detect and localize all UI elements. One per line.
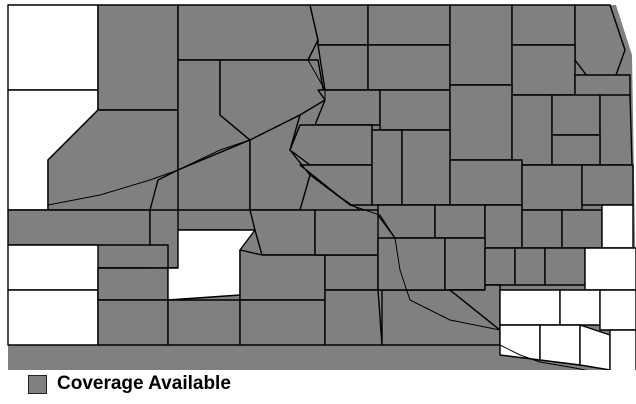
county-hanson [514, 247, 546, 286]
county-minnehaha [584, 247, 636, 291]
county-sully [289, 124, 373, 166]
county-lawrence [7, 209, 151, 246]
county-edmunds [367, 44, 451, 91]
county-yankton [539, 324, 581, 366]
county-kingsbury [521, 164, 583, 211]
county-bennett [167, 299, 241, 346]
county-walworth [317, 44, 369, 91]
county-brule [377, 237, 446, 291]
county-beadle [449, 159, 523, 206]
county-clay [579, 324, 611, 370]
county-davison [484, 247, 516, 286]
county-moody [601, 204, 634, 249]
county-sanborn [484, 204, 523, 249]
county-harding [7, 4, 99, 91]
county-deuel [599, 94, 633, 166]
white-river [299, 164, 361, 211]
county-codington [551, 94, 601, 136]
legend: Coverage Available [28, 372, 231, 396]
county-douglas [449, 284, 501, 331]
legend-swatch [28, 374, 47, 394]
county-union [609, 329, 636, 370]
county-perkins [97, 4, 179, 111]
county-brookings [581, 164, 634, 206]
county-jerauld [434, 204, 486, 239]
county-lake [561, 209, 603, 249]
county-lyman [314, 209, 379, 256]
county-hutchinson [499, 289, 561, 326]
county-jackson-w [167, 229, 256, 301]
legend-label: Coverage Available [57, 373, 231, 394]
county-day [511, 44, 576, 96]
county-aurora [444, 237, 486, 291]
county-mccook [544, 247, 586, 286]
county-todd [239, 299, 326, 346]
cheyenne-river [47, 139, 251, 206]
county-corson [177, 4, 319, 61]
county-jackson [239, 249, 326, 301]
county-campbell [309, 4, 369, 46]
county-hamlin [551, 134, 601, 166]
county-jones [249, 209, 316, 256]
county-tripp [324, 289, 383, 346]
county-turner [559, 289, 601, 326]
county-shannon [97, 299, 169, 346]
missouri-river [289, 4, 588, 370]
county-mcpherson [367, 4, 451, 46]
county-marshall [511, 4, 576, 46]
county-mellette [314, 254, 379, 291]
county-clark [511, 94, 553, 166]
county-lincoln [599, 289, 636, 331]
county-spink [449, 84, 513, 161]
county-fallriver [7, 289, 99, 346]
county-custer [97, 267, 169, 301]
county-hand [401, 129, 451, 206]
county-miner [521, 209, 563, 249]
county-faulk [379, 89, 451, 131]
south-dakota-county-map [7, 4, 636, 370]
county-hyde [371, 129, 403, 206]
county-brown [449, 4, 513, 86]
